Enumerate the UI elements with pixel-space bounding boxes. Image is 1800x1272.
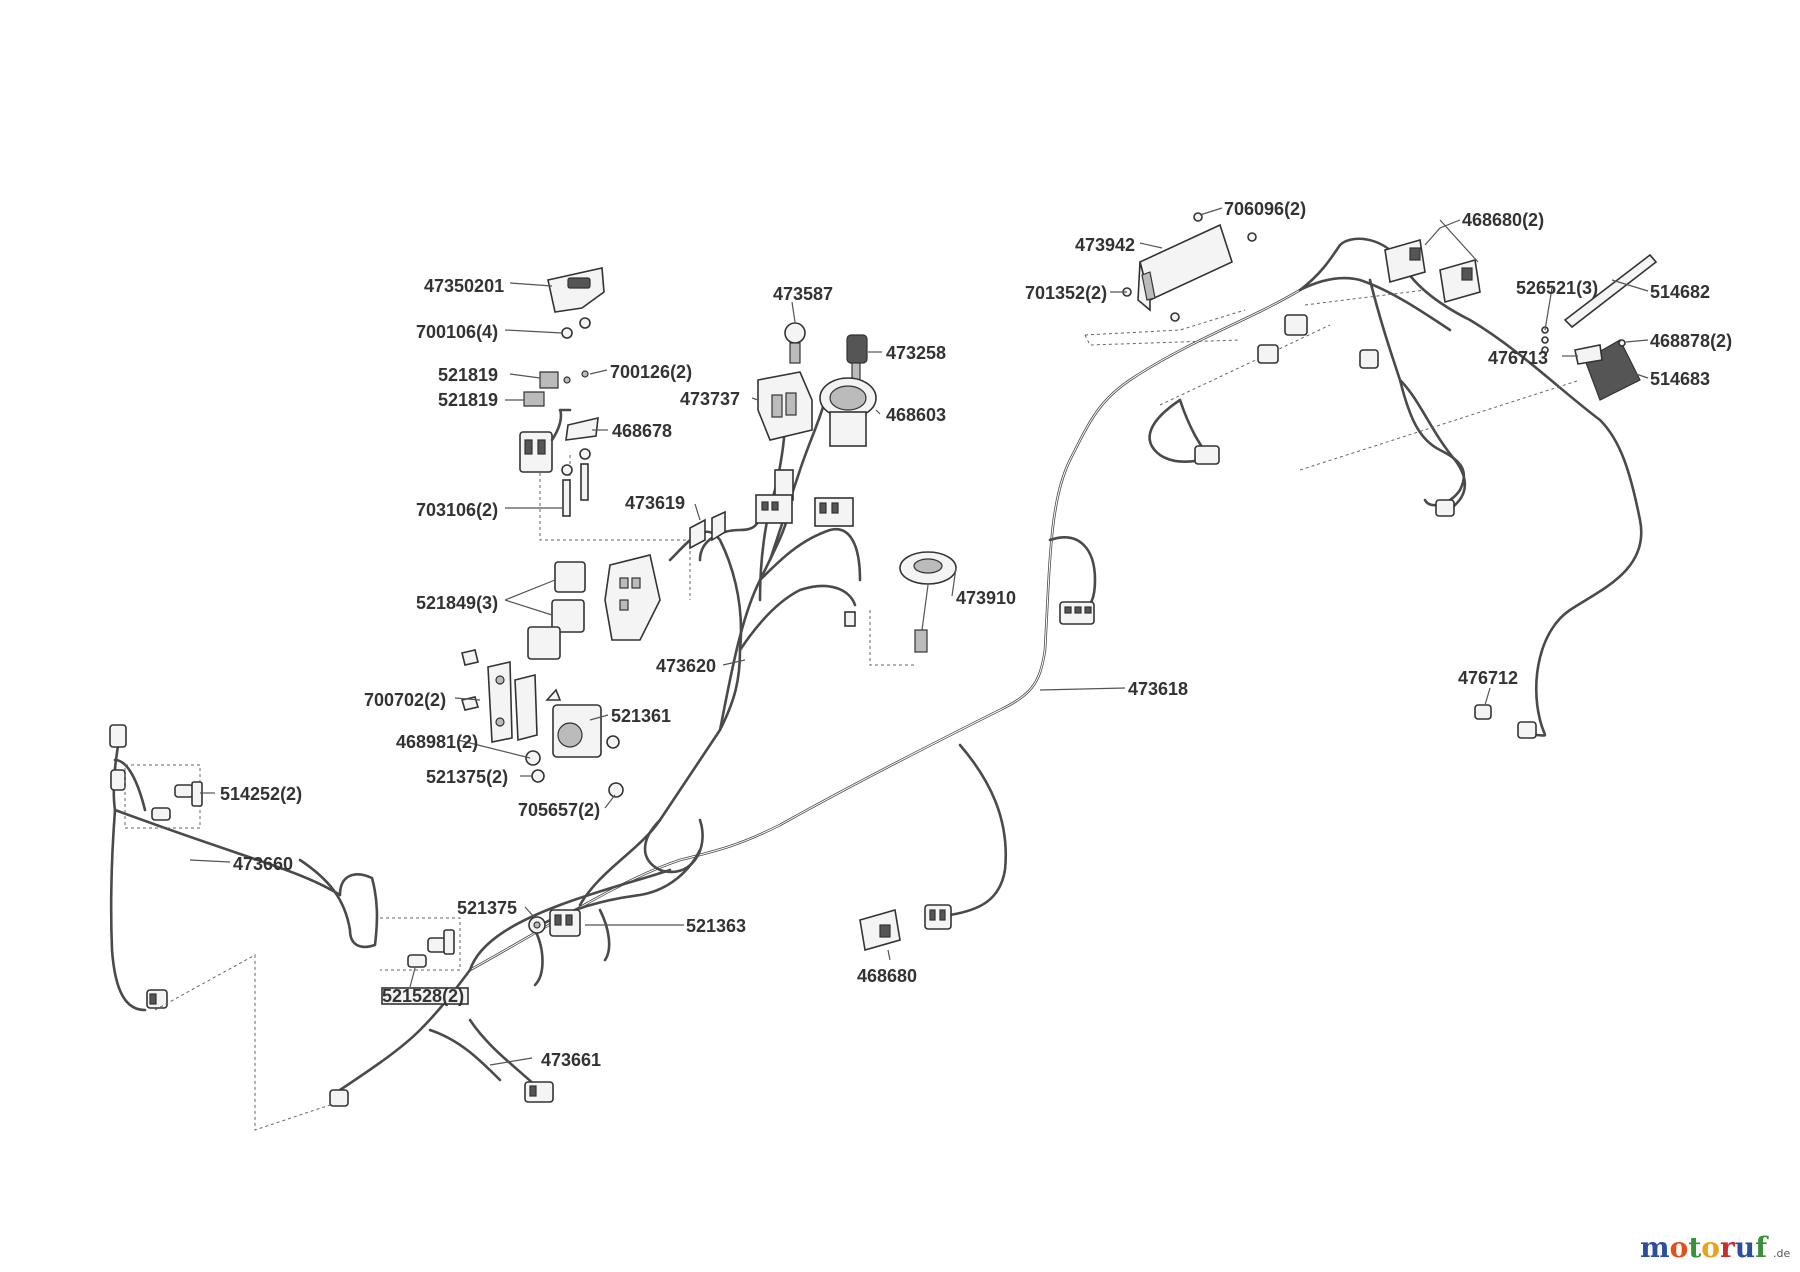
hardware-stack-left	[561, 317, 591, 517]
strip-514682	[1563, 253, 1658, 329]
logo-letter: u	[1735, 1231, 1755, 1264]
label-703106: 703106(2)	[416, 500, 498, 520]
label-473258: 473258	[886, 343, 946, 363]
label-47350201: 47350201	[424, 276, 504, 296]
pilot-lamp-473587	[784, 322, 806, 364]
left-harness-473660	[109, 724, 379, 1012]
label-700702: 700702(2)	[364, 690, 446, 710]
label-701352: 701352(2)	[1025, 283, 1107, 303]
ignition-key-473258	[846, 334, 868, 382]
relays-468680-upper	[1384, 238, 1481, 304]
dashed-guides	[124, 289, 1581, 1131]
label-514252: 514252(2)	[220, 784, 302, 804]
label-473618: 473618	[1128, 679, 1188, 699]
relay-468680-lower	[859, 904, 952, 952]
fuse-block	[519, 408, 599, 473]
label-514682: 514682	[1650, 282, 1710, 302]
label-514683: 514683	[1650, 369, 1710, 389]
label-521819-a: 521819	[438, 365, 498, 385]
label-473587: 473587	[773, 284, 833, 304]
logo-letter: o	[1670, 1231, 1689, 1264]
left-harness-connector-bottom	[146, 989, 168, 1009]
nut-521375	[528, 916, 546, 934]
label-526521: 526521(3)	[1516, 278, 1598, 298]
motoruf-logo-text: motoruf	[1640, 1231, 1769, 1264]
bracket-473619	[689, 510, 726, 550]
label-473942: 473942	[1075, 235, 1135, 255]
harness-connectors-right	[1059, 314, 1537, 739]
bulbs-521528	[381, 929, 469, 1005]
sensor-473910	[844, 551, 957, 653]
logo-letter: f	[1755, 1231, 1769, 1264]
bulbs-514252	[151, 781, 203, 821]
label-700106: 700106(4)	[416, 322, 498, 342]
connector-473661	[329, 1081, 554, 1107]
leader-lines	[189, 207, 1649, 1066]
screws-526521	[1541, 326, 1549, 354]
switch-473737	[755, 371, 813, 524]
logo-letter: m	[1640, 1231, 1670, 1264]
logo-letter: r	[1720, 1231, 1736, 1264]
relays-521849	[527, 554, 661, 660]
connector-521363	[549, 909, 581, 937]
solenoid-521361	[460, 649, 624, 798]
label-700126: 700126(2)	[610, 362, 692, 382]
label-521528: 521528(2)	[382, 986, 464, 1006]
label-473910: 473910	[956, 588, 1016, 608]
label-521375: 521375	[457, 898, 517, 918]
motoruf-logo-suffix: .de	[1773, 1247, 1790, 1260]
label-521361: 521361	[611, 706, 671, 726]
label-521375-2: 521375(2)	[426, 767, 508, 787]
fuse-clip-521819	[523, 371, 559, 407]
label-468603: 468603	[886, 405, 946, 425]
label-473737: 473737	[680, 389, 740, 409]
label-468981: 468981(2)	[396, 732, 478, 752]
label-473619: 473619	[625, 493, 685, 513]
label-521363: 521363	[686, 916, 746, 936]
label-706096: 706096(2)	[1224, 199, 1306, 219]
module-514683	[1574, 339, 1641, 401]
controller-473942	[1122, 212, 1257, 322]
label-473661: 473661	[541, 1050, 601, 1070]
label-521819-b: 521819	[438, 390, 498, 410]
harness-wires	[338, 237, 1643, 1092]
label-468678: 468678	[612, 421, 672, 441]
label-476712: 476712	[1458, 668, 1518, 688]
logo-letter: o	[1701, 1231, 1720, 1264]
label-468878: 468878(2)	[1650, 331, 1732, 351]
ignition-switch-468603	[814, 377, 877, 527]
left-harness-connector-top	[109, 724, 127, 791]
label-473620: 473620	[656, 656, 716, 676]
label-468680: 468680	[857, 966, 917, 986]
label-521849: 521849(3)	[416, 593, 498, 613]
motoruf-logo: motoruf .de	[1640, 1231, 1790, 1264]
label-468680-2: 468680(2)	[1462, 210, 1544, 230]
label-476713: 476713	[1488, 348, 1548, 368]
label-705657: 705657(2)	[518, 800, 600, 820]
fuse-cover-47350201	[547, 267, 605, 313]
part-labels: 47350201 700106(4) 521819 700126(2) 5218…	[220, 199, 1732, 1070]
logo-letter: t	[1688, 1231, 1701, 1264]
label-473660: 473660	[233, 854, 293, 874]
